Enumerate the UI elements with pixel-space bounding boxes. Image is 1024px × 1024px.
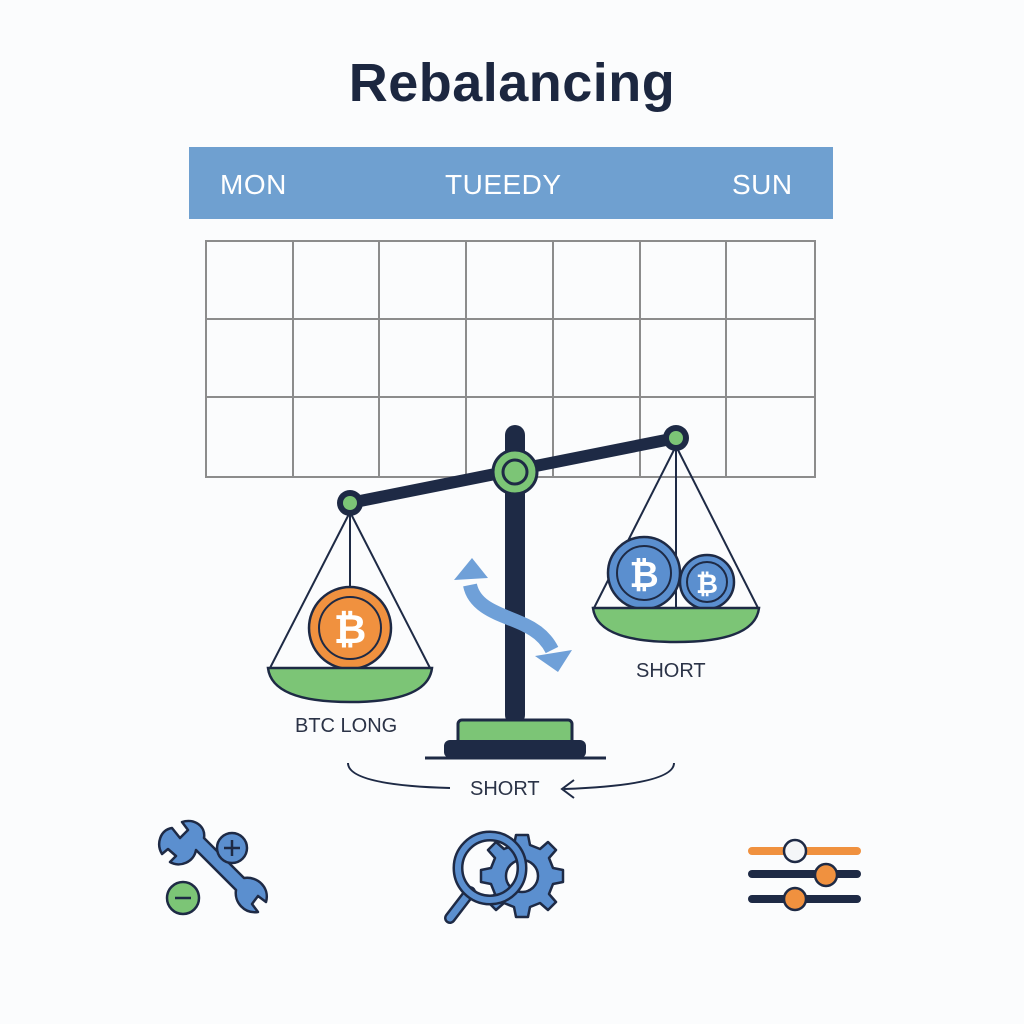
right-pan: ₿ ₿ <box>591 445 761 644</box>
scale-post <box>505 425 525 725</box>
day-header-bar: MON TUEEDY SUN <box>189 147 833 219</box>
calendar-cell <box>554 398 641 476</box>
calendar-cell <box>207 242 294 320</box>
svg-text:₿: ₿ <box>696 569 718 599</box>
calendar-cell <box>640 320 728 398</box>
calendar-cell <box>727 242 814 320</box>
calendar-cell <box>727 320 814 398</box>
calendar-cell <box>641 398 728 476</box>
bitcoin-orange-icon: ₿ <box>307 585 393 671</box>
base-label: SHORT <box>470 778 540 800</box>
scale-base <box>425 718 606 760</box>
calendar-cell <box>467 242 554 320</box>
calendar-cell <box>467 398 554 476</box>
bitcoin-blue-icon-small: ₿ <box>678 553 736 611</box>
calendar-cell <box>380 398 468 476</box>
calendar-grid <box>205 240 816 478</box>
day-label-sun: SUN <box>732 169 793 200</box>
sliders-icon <box>748 838 861 912</box>
bitcoin-blue-icon-large: ₿ <box>606 535 682 611</box>
calendar-cell <box>553 242 641 320</box>
calendar-cell <box>293 320 381 398</box>
page-title: Rebalancing <box>348 53 676 113</box>
scale-beam <box>337 425 689 516</box>
wrench-plus-minus-icon <box>158 819 269 916</box>
calendar-cell <box>640 242 728 320</box>
left-pan: ₿ <box>266 511 434 704</box>
svg-text:₿: ₿ <box>629 554 658 595</box>
calendar-cell <box>467 320 554 398</box>
left-pan-label: BTC LONG <box>295 715 398 737</box>
day-label-tueedy: TUEEDY <box>445 169 562 200</box>
day-label-mon: MON <box>220 169 287 200</box>
calendar-cell <box>207 320 294 398</box>
right-pan-label: SHORT <box>636 660 706 682</box>
calendar-cell <box>207 398 294 476</box>
calendar-cell <box>293 242 381 320</box>
magnifier-gear-icon <box>444 830 565 924</box>
svg-text:₿: ₿ <box>334 608 367 652</box>
calendar-cell <box>380 320 468 398</box>
calendar-cell <box>294 398 381 476</box>
calendar-cell <box>380 242 468 320</box>
swap-arrows-icon <box>454 558 572 672</box>
calendar-cell <box>553 320 641 398</box>
short-arrow <box>347 762 675 799</box>
